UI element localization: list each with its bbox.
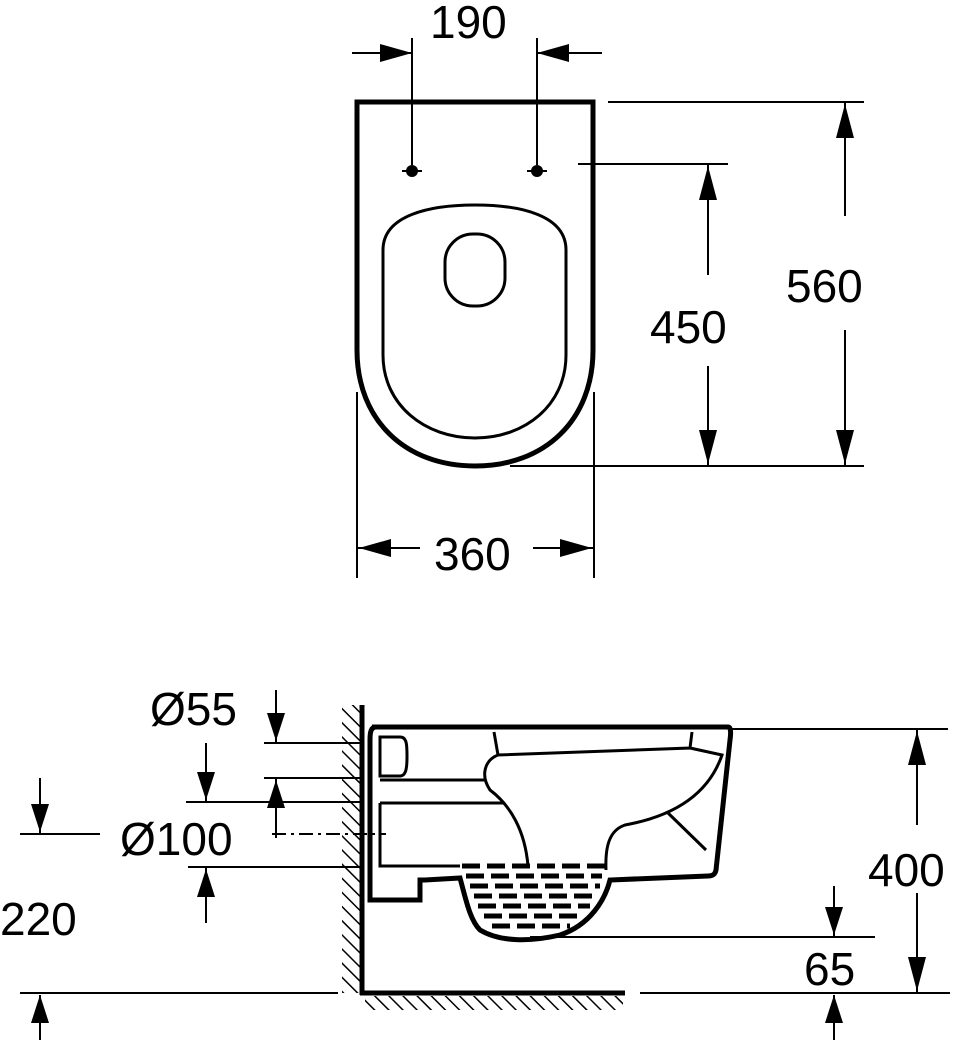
seat-outline xyxy=(381,203,568,440)
dim-220: 220 xyxy=(0,893,77,945)
dim-400: 400 xyxy=(868,844,945,896)
floor-hatch xyxy=(365,996,623,1010)
water-hatch xyxy=(462,863,606,929)
bowl-opening xyxy=(443,232,507,308)
dim-65: 65 xyxy=(804,943,855,995)
bowl-interior xyxy=(483,731,724,871)
bowl-outline xyxy=(354,99,596,469)
dim-190: 190 xyxy=(430,0,507,48)
side-view: 400 65 Ø55 Ø100 220 xyxy=(0,683,950,1040)
top-view: 190 560 450 360 xyxy=(352,0,864,580)
dim-360: 360 xyxy=(434,528,511,580)
dim-dia-100: Ø100 xyxy=(120,813,233,865)
dim-450: 450 xyxy=(650,301,727,353)
wall-hatch xyxy=(342,705,360,993)
wc-body xyxy=(367,724,734,943)
dim-dia-55: Ø55 xyxy=(150,683,237,735)
dim-560: 560 xyxy=(786,260,863,312)
